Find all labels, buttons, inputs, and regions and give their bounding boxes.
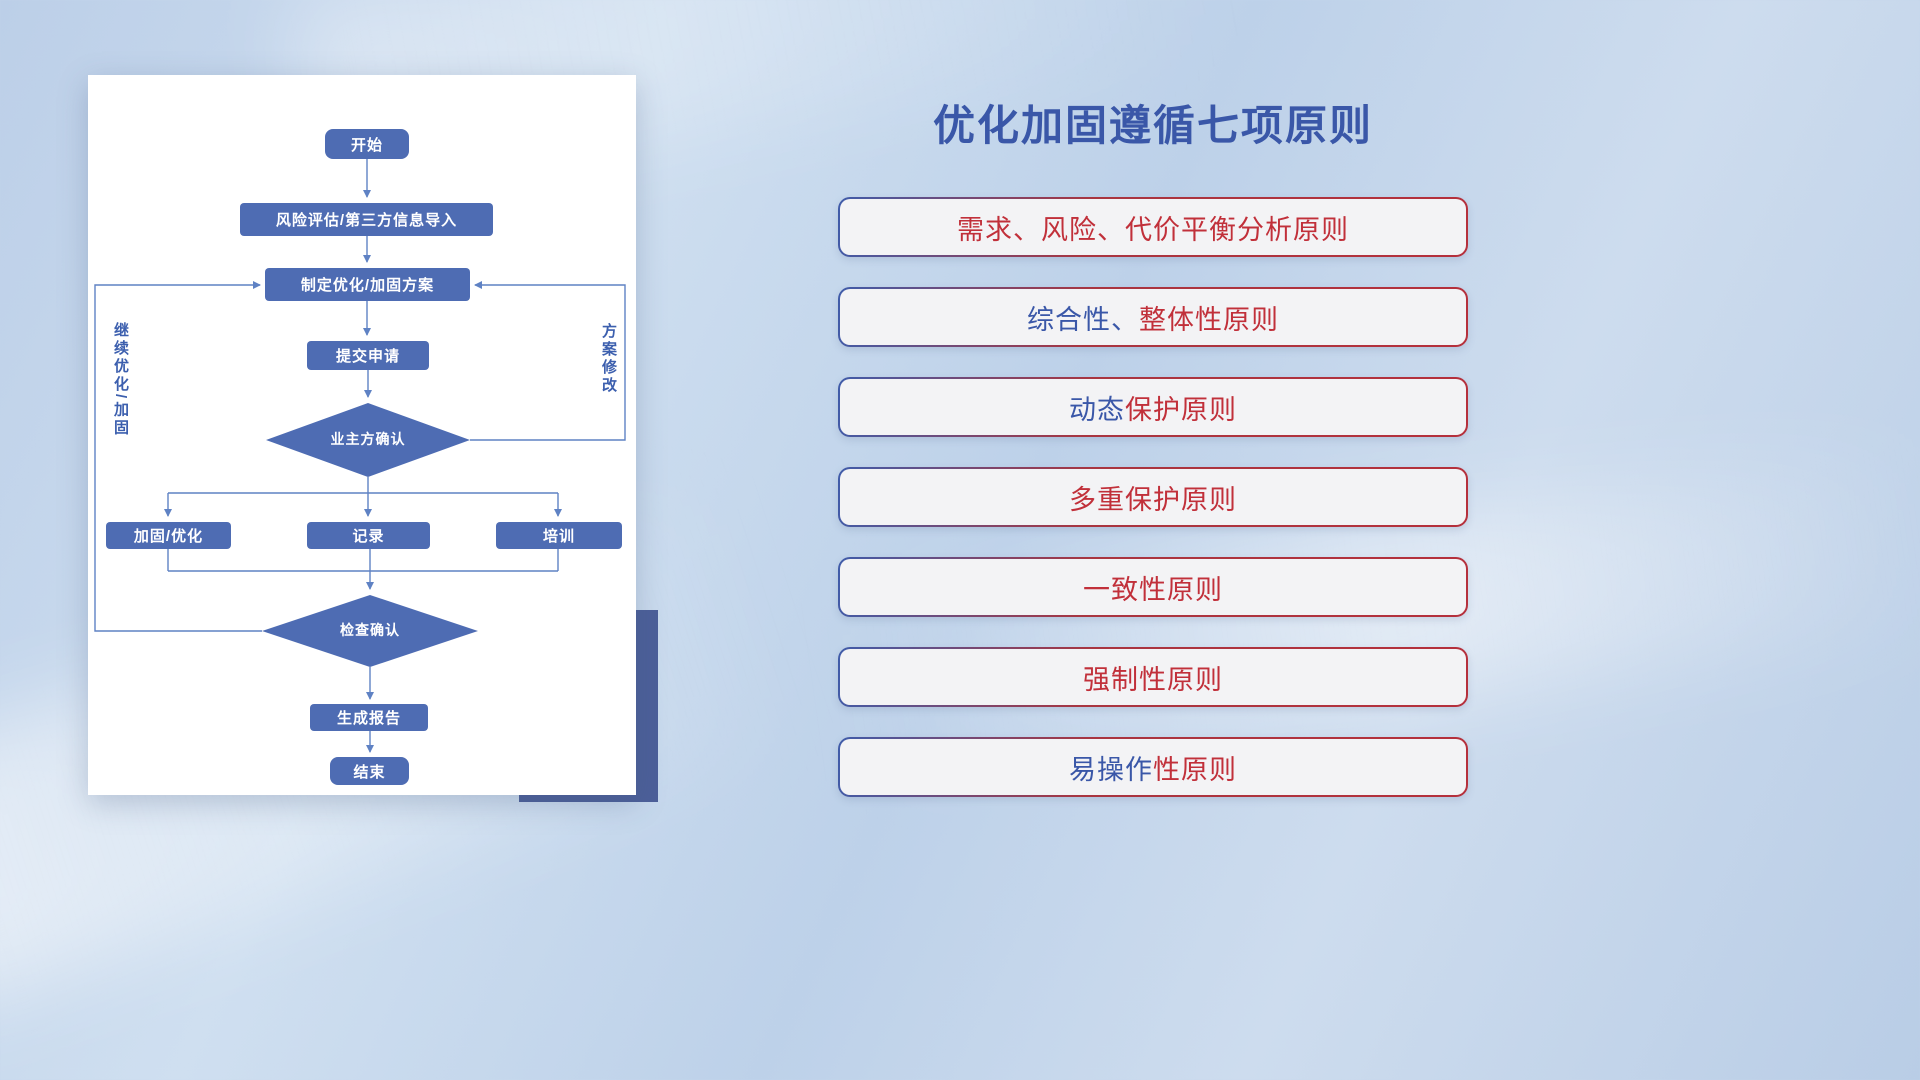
node-submit: 提交申请: [307, 341, 429, 370]
principle-6-red-text: 强制性原则: [1083, 664, 1223, 695]
principle-item-5: 一致性原则: [838, 557, 1468, 617]
plan-modify-label: 方案修改: [600, 323, 617, 395]
principle-5-red-text: 一致性原则: [1083, 574, 1223, 605]
node-record: 记录: [307, 522, 430, 549]
principle-3-red-text: 保护原则: [1125, 394, 1237, 425]
node-risk-import: 风险评估/第三方信息导入: [240, 203, 493, 236]
node-reinforce: 加固/优化: [106, 522, 231, 549]
check-confirm-diamond: [262, 595, 478, 667]
principle-item-4: 多重保护原则: [838, 467, 1468, 527]
owner-confirm-diamond: [266, 403, 470, 477]
principle-4-red-text: 多重保护原则: [1069, 484, 1237, 515]
principle-2-blue-text: 综合性、: [1027, 304, 1139, 335]
principle-item-3: 动态保护原则: [838, 377, 1468, 437]
flowchart-connectors: [94, 159, 626, 753]
loop-plan-modify: [470, 281, 626, 441]
node-end: 结束: [330, 757, 409, 785]
principle-item-6: 强制性原则: [838, 647, 1468, 707]
principle-1-red-text: 需求、风险、代价平衡分析原则: [957, 214, 1349, 245]
continue-optimize-label: 继续优化/加固: [112, 322, 129, 438]
principle-2-red-text: 整体性原则: [1139, 304, 1279, 335]
loop-continue-optimize: [94, 281, 262, 632]
principle-3-blue-text: 动态: [1069, 394, 1125, 425]
node-start: 开始: [325, 129, 409, 159]
principle-item-1: 需求、风险、代价平衡分析原则: [838, 197, 1468, 257]
check-confirm-label: 检查确认: [340, 622, 400, 638]
node-train: 培训: [496, 522, 622, 549]
owner-confirm-label: 业主方确认: [330, 431, 406, 447]
principle-7-blue-text: 易操作: [1069, 754, 1153, 785]
node-report: 生成报告: [310, 704, 428, 731]
principle-item-2: 综合性、整体性原则: [838, 287, 1468, 347]
principle-item-7: 易操作性原则: [838, 737, 1468, 797]
flowchart-card: 开始 风险评估/第三方信息导入 制定优化/加固方案 提交申请 加固/优化 记录 …: [88, 75, 636, 795]
principles-title: 优化加固遵循七项原则: [932, 102, 1373, 149]
node-make-plan: 制定优化/加固方案: [265, 268, 470, 301]
principle-7-red-text: 性原则: [1153, 754, 1237, 785]
